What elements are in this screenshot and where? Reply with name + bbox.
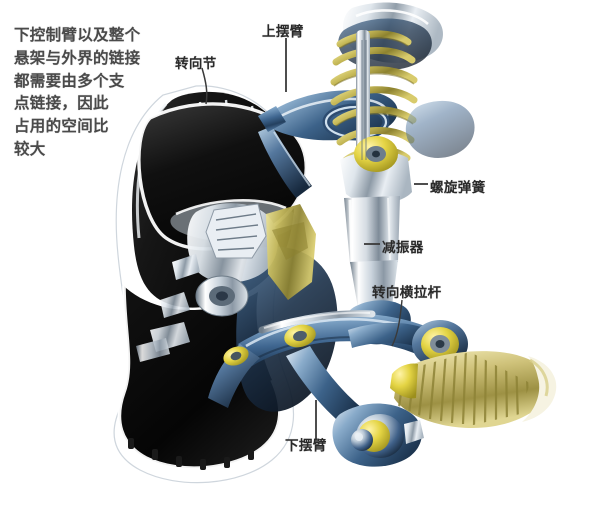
tie-rod-assembly [348,320,468,386]
steering-rack-boot [390,351,557,428]
coil-spring [330,30,418,164]
stabilizer-link [258,310,376,334]
body-mount-ring [405,100,475,158]
spindle-detail [136,322,190,362]
tire-bottom-notches [128,438,254,470]
label-lower-control-arm: 下摆臂 [285,438,327,454]
damper-body [344,196,400,264]
lower-ball-joint [332,403,424,467]
label-upper-control-arm: 上摆臂 [262,24,304,40]
leader-tie-rod [391,299,403,347]
label-tie-rod: 转向横拉杆 [372,285,442,301]
leader-lines [201,38,428,440]
leader-steering-knuckle [201,67,208,105]
caption-paragraph: 下控制臂以及整个 悬架与外界的链接 都需要由多个支 点链接，因此 占用的空间比 … [14,26,141,158]
brake-hub-assembly [160,203,278,318]
label-coil-spring: 螺旋弹簧 [430,180,486,196]
label-steering-knuckle: 转向节 [175,56,217,72]
spring-seat [340,151,412,204]
label-shock-absorber: 减振器 [382,240,424,256]
